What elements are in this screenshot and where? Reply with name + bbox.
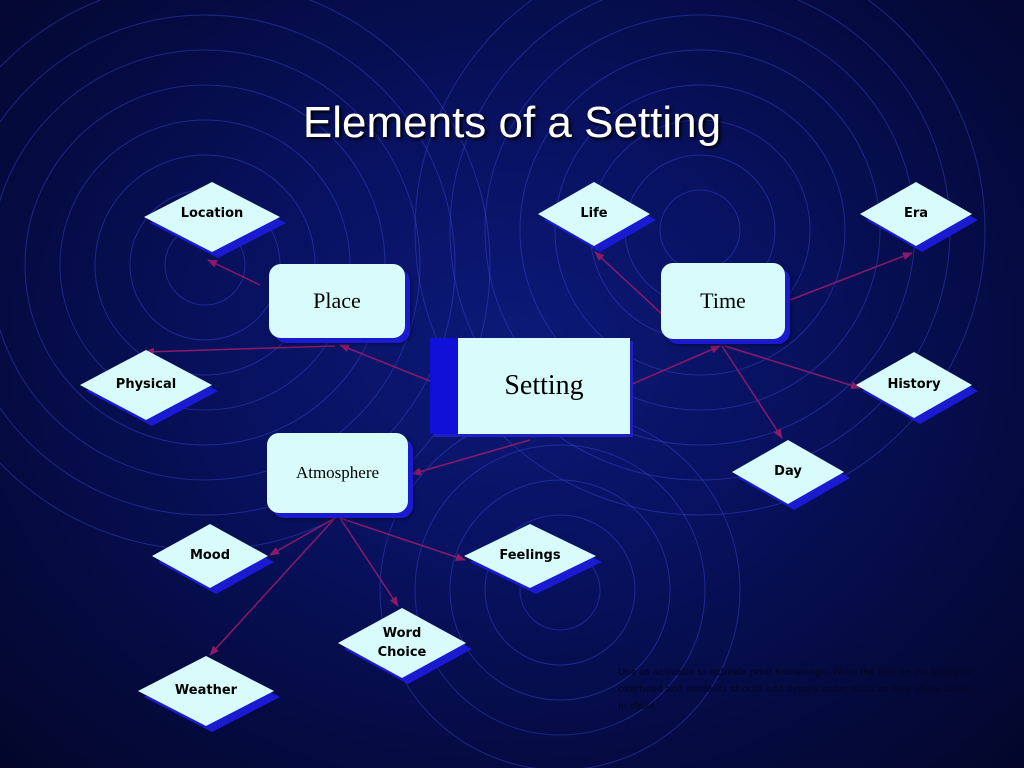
arrow-time-to-era [789, 252, 913, 301]
diamond-word-choice [338, 608, 472, 684]
diamond-weather [138, 656, 280, 732]
teacher-note: Use as activator to activate prior knowl… [618, 667, 972, 712]
node-setting: Setting [430, 338, 630, 434]
label-feelings: Feelings [499, 548, 561, 563]
slide-title: Elements of a Setting [302, 98, 722, 147]
node-place: Place [269, 264, 405, 338]
arrow-time-to-history [724, 345, 861, 390]
arrow-setting-to-time [629, 345, 721, 386]
arrow-atmosphere-to-word-choice [339, 517, 399, 607]
label-mood: Mood [189, 548, 231, 563]
label-physical: Physical [115, 377, 177, 392]
node-time: Time [661, 263, 785, 339]
arrow-atmosphere-to-mood [269, 517, 336, 556]
arrow-setting-to-place [339, 344, 441, 386]
arrow-setting-to-atmosphere [411, 439, 531, 476]
diamond-history [856, 352, 978, 424]
arrow-time-to-day [721, 345, 783, 439]
label-history: History [887, 377, 941, 392]
label-location: Location [180, 206, 244, 221]
diamond-life [538, 182, 656, 252]
arrow-atmosphere-to-feelings [339, 517, 466, 561]
diamond-day [732, 440, 850, 510]
node-atmosphere: Atmosphere [267, 433, 408, 513]
diamond-nodes [80, 182, 978, 732]
arrow-place-to-physical [144, 345, 336, 356]
diamond-physical [80, 350, 218, 426]
label-word-choice: Word Choice [377, 626, 427, 660]
label-life: Life [580, 206, 608, 221]
arrow-place-to-location [207, 259, 261, 286]
diamond-mood [152, 524, 274, 594]
background-rings [0, 0, 986, 768]
label-day: Day [774, 464, 802, 479]
connectors [144, 251, 913, 656]
diamond-era [860, 182, 978, 252]
label-weather: Weather [174, 683, 238, 698]
diamond-location [144, 182, 286, 258]
diamond-feelings [464, 524, 602, 594]
arrow-atmosphere-to-weather [209, 517, 336, 656]
label-era: Era [903, 206, 929, 221]
